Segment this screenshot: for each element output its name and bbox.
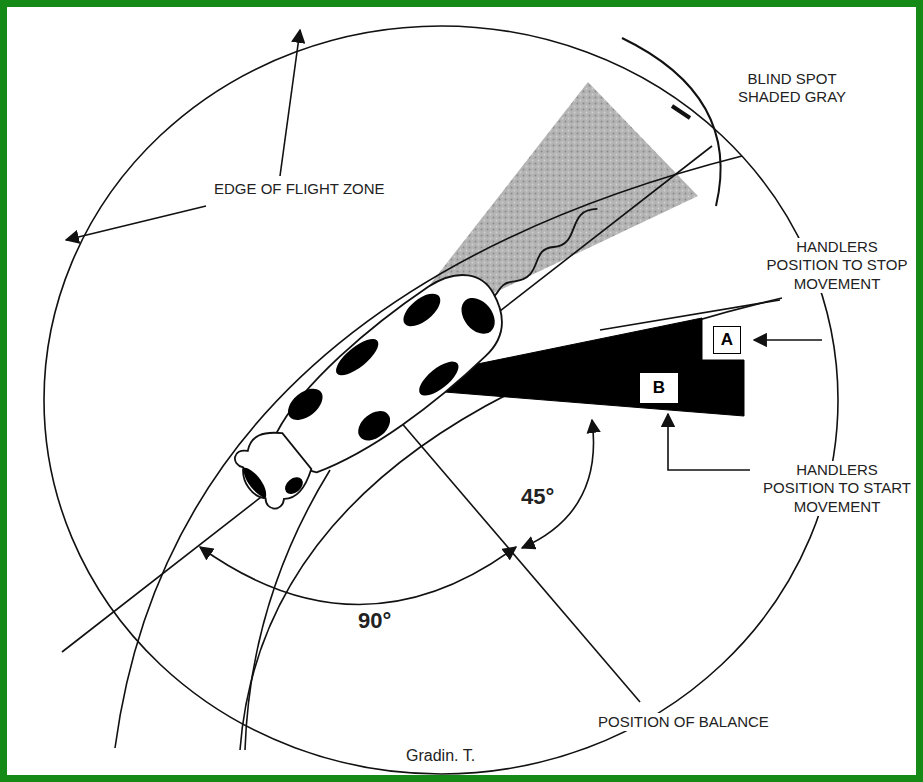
leader-arrow [280, 30, 300, 176]
blind-spot [382, 82, 698, 346]
zone-arc [245, 470, 330, 750]
zone-arc [240, 298, 782, 750]
line-label: POSITION OF BALANCE [596, 713, 771, 731]
handler-label: HANDLERS POSITION TO STOP MOVEMENT [757, 238, 917, 293]
cow-tail [486, 204, 602, 302]
zone-arc [115, 156, 742, 748]
box-letter: A [721, 330, 733, 350]
leader-line [668, 414, 750, 470]
credit-label: Gradin. T. [404, 746, 477, 766]
angle-arc [200, 547, 516, 605]
blind-spot-bracket [622, 38, 721, 206]
position-box: A [713, 326, 741, 354]
leader-arrow [754, 339, 822, 341]
balance-line [370, 386, 640, 702]
handler-label: HANDLERS POSITION TO START MOVEMENT [757, 461, 917, 516]
angle-label: 90° [356, 608, 393, 635]
position-box: B [639, 372, 679, 404]
box-letter: B [653, 378, 665, 398]
bracket-tick [672, 106, 690, 118]
zone-label: EDGE OF FLIGHT ZONE [212, 180, 387, 198]
leader-arrow [66, 206, 206, 240]
angle-label: 45° [519, 484, 556, 511]
zone-arc [600, 300, 780, 330]
note-label: BLIND SPOT SHADED GRAY [726, 70, 858, 107]
flight-zone-edge [44, 26, 838, 774]
cow [220, 171, 627, 526]
